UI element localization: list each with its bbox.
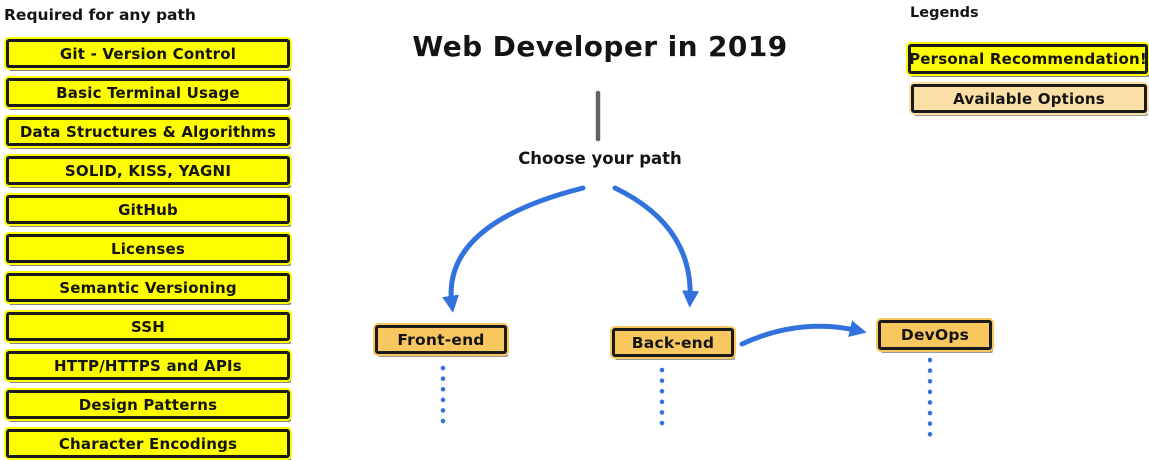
required-item-solid-kiss-yagni: SOLID, KISS, YAGNI xyxy=(6,156,290,185)
page-title: Web Developer in 2019 xyxy=(412,30,788,63)
path-box-backend: Back-end xyxy=(612,328,734,357)
choose-your-path-label: Choose your path xyxy=(518,149,682,168)
required-item-git-version-control: Git - Version Control xyxy=(6,39,290,68)
legend-available-options: Available Options xyxy=(911,84,1147,113)
path-box-devops: DevOps xyxy=(878,320,992,350)
required-item-design-patterns: Design Patterns xyxy=(6,390,290,419)
arrow-to-frontend xyxy=(442,185,586,313)
required-item-ssh: SSH xyxy=(6,312,290,341)
legends-title: Legends xyxy=(910,5,979,21)
path-box-frontend: Front-end xyxy=(375,325,507,354)
required-item-licenses: Licenses xyxy=(6,234,290,263)
required-items-list: Git - Version Control Basic Terminal Usa… xyxy=(6,39,290,458)
required-item-github: GitHub xyxy=(6,195,290,224)
required-item-semantic-versioning: Semantic Versioning xyxy=(6,273,290,302)
required-item-http-https-apis: HTTP/HTTPS and APIs xyxy=(6,351,290,380)
required-item-character-encodings: Character Encodings xyxy=(6,429,290,458)
arrow-backend-to-devops xyxy=(739,320,867,347)
required-section-title: Required for any path xyxy=(4,6,196,24)
required-item-basic-terminal-usage: Basic Terminal Usage xyxy=(6,78,290,107)
legend-personal-recommendation: Personal Recommendation! xyxy=(908,44,1148,74)
required-item-data-structures-algorithms: Data Structures & Algorithms xyxy=(6,117,290,146)
arrow-to-backend xyxy=(612,185,700,308)
